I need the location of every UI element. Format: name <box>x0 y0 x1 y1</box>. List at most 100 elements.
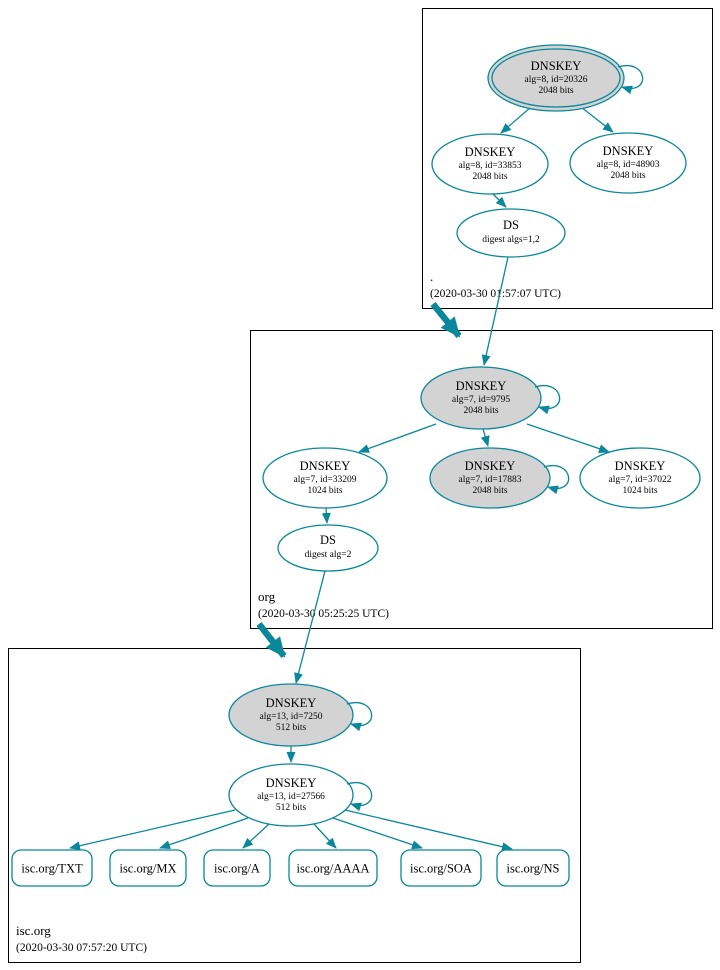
zone-label-org: org <box>258 589 276 604</box>
edge-rrsig-20326-33853 <box>500 106 532 134</box>
dnskey-root-20326-selfloop <box>617 64 644 95</box>
dnskey-org-33209-label-line1: DNSKEY <box>300 459 351 473</box>
ds-isc-org-label-line2: digest alg=2 <box>305 550 352 560</box>
rrset-isc-org-soa-label-line1: isc.org/SOA <box>410 862 472 876</box>
edge-rrsig-33209-ds-isc <box>321 507 331 524</box>
dnskey-root-48903-shape <box>569 132 687 194</box>
zone-box-root <box>422 8 713 309</box>
edge-rrsig-9795-37022 <box>526 423 610 454</box>
zone-timestamp-root: (2020-03-30 01:57:07 UTC) <box>430 288 561 300</box>
edge-rrsig-27566-mx <box>159 817 249 850</box>
ds-org: DS digest algs=1,2 <box>456 208 566 258</box>
rrset-isc-org-ns-label-line1: isc.org/NS <box>507 862 560 876</box>
dnskey-org-9795-shape <box>420 366 542 430</box>
dnskey-org-17883-label-line2: alg=7, id=17883 <box>459 475 522 485</box>
rrset-isc-org-soa-shape <box>400 849 482 887</box>
zone-box-isc-org <box>8 648 581 963</box>
dnskey-root-20326-inner-ring <box>491 48 621 108</box>
dnskey-isc-7250-selfloop <box>346 701 373 732</box>
dnskey-isc-27566-label-line1: DNSKEY <box>266 776 317 790</box>
edge-digest-ds-org-9795 <box>481 256 509 366</box>
zone-label-isc-org: isc.org <box>16 923 51 938</box>
zone-timestamp-org: (2020-03-30 05:25:25 UTC) <box>258 608 389 620</box>
dnskey-isc-7250-label-line2: alg=13, id=7250 <box>260 712 323 722</box>
dnskey-root-48903-label-line2: alg=8, id=48903 <box>597 160 660 170</box>
dnskey-org-37022-shape <box>579 447 701 509</box>
ds-org-label-line1: DS <box>503 218 519 232</box>
dnskey-org-37022-label-line1: DNSKEY <box>615 459 666 473</box>
edge-delegation-root-org <box>430 301 462 339</box>
zone-label-root: . <box>430 269 433 284</box>
dnskey-root-20326-shape <box>487 44 625 112</box>
dnskey-isc-7250-shape <box>228 683 354 747</box>
dnskey-isc-27566-selfloop <box>346 781 373 812</box>
dnskey-org-17883-label-line1: DNSKEY <box>465 459 516 473</box>
edge-rrsig-9795-33209 <box>358 423 437 453</box>
zone-box-org <box>250 330 713 629</box>
dnskey-root-20326-label-line2: alg=8, id=20326 <box>525 75 588 85</box>
ds-isc-org: DS digest alg=2 <box>277 524 379 572</box>
dnskey-isc-27566-label-line2: alg=13, id=27566 <box>257 792 325 802</box>
dnskey-org-17883-selfloop <box>543 464 570 495</box>
edge-rrsig-33853-ds-org <box>492 193 507 208</box>
rrset-isc-org-mx: isc.org/MX <box>109 849 187 887</box>
dnskey-root-20326-label-line1: DNSKEY <box>531 59 582 73</box>
dnskey-org-33209-shape <box>262 447 388 509</box>
dnskey-org-33209-label-line2: alg=7, id=33209 <box>294 475 357 485</box>
rrset-isc-org-soa: isc.org/SOA <box>400 849 482 887</box>
edge-rrsig-27566-a <box>242 823 270 849</box>
dnskey-org-9795-label-line1: DNSKEY <box>456 379 507 393</box>
dnskey-isc-27566-label-line3: 512 bits <box>276 803 307 813</box>
rrset-isc-org-a: isc.org/A <box>203 849 271 887</box>
dnskey-root-48903-label-line1: DNSKEY <box>603 144 654 158</box>
dnskey-root-48903-label-line3: 2048 bits <box>610 171 645 181</box>
dnskey-org-17883-label-line3: 2048 bits <box>472 486 507 496</box>
edge-digest-ds-isc-7250 <box>294 570 326 684</box>
rrset-isc-org-a-label-line1: isc.org/A <box>214 862 260 876</box>
rrset-isc-org-txt-shape <box>11 849 93 887</box>
dnskey-isc-7250-label-line1: DNSKEY <box>266 696 317 710</box>
edge-rrsig-27566-aaaa <box>313 823 337 849</box>
dnskey-root-33853-label-line1: DNSKEY <box>465 145 516 159</box>
rrset-isc-org-txt-label-line1: isc.org/TXT <box>21 862 83 876</box>
edge-rrsig-27566-soa <box>332 817 423 850</box>
dnskey-org-37022-label-line3: 1024 bits <box>622 486 657 496</box>
ds-isc-org-label-line1: DS <box>320 533 336 547</box>
dnskey-root-33853-label-line3: 2048 bits <box>472 172 507 182</box>
edge-rrsig-20326-48903 <box>580 106 614 133</box>
dnskey-root-20326-label-line3: 2048 bits <box>538 86 573 96</box>
edge-rrsig-9795-17883 <box>480 428 490 447</box>
dnskey-isc-7250-label-line3: 512 bits <box>276 723 307 733</box>
dnskey-org-9795-label-line2: alg=7, id=9795 <box>452 395 510 405</box>
ds-org-shape <box>456 208 566 258</box>
zone-timestamp-isc-org: (2020-03-30 07:57:20 UTC) <box>16 942 147 954</box>
rrset-isc-org-mx-shape <box>109 849 187 887</box>
rrset-isc-org-ns-shape <box>496 849 570 887</box>
rrset-isc-org-ns: isc.org/NS <box>496 849 570 887</box>
rrset-isc-org-aaaa: isc.org/AAAA <box>288 849 378 887</box>
dnskey-org-17883-shape <box>429 447 551 509</box>
dnskey-org-37022-label-line2: alg=7, id=37022 <box>609 475 672 485</box>
dnskey-org-9795-selfloop <box>534 384 561 415</box>
rrset-isc-org-mx-label-line1: isc.org/MX <box>119 862 176 876</box>
rrset-isc-org-a-shape <box>203 849 271 887</box>
ds-isc-org-shape <box>277 524 379 572</box>
rrset-isc-org-txt: isc.org/TXT <box>11 849 93 887</box>
edge-rrsig-27566-ns <box>344 809 513 852</box>
rrset-isc-org-aaaa-shape <box>288 849 378 887</box>
dnskey-org-33209-label-line3: 1024 bits <box>307 486 342 496</box>
dnskey-root-33853-shape <box>431 133 549 195</box>
rrset-isc-org-aaaa-label-line1: isc.org/AAAA <box>296 862 369 876</box>
ds-org-label-line2: digest algs=1,2 <box>482 235 540 245</box>
